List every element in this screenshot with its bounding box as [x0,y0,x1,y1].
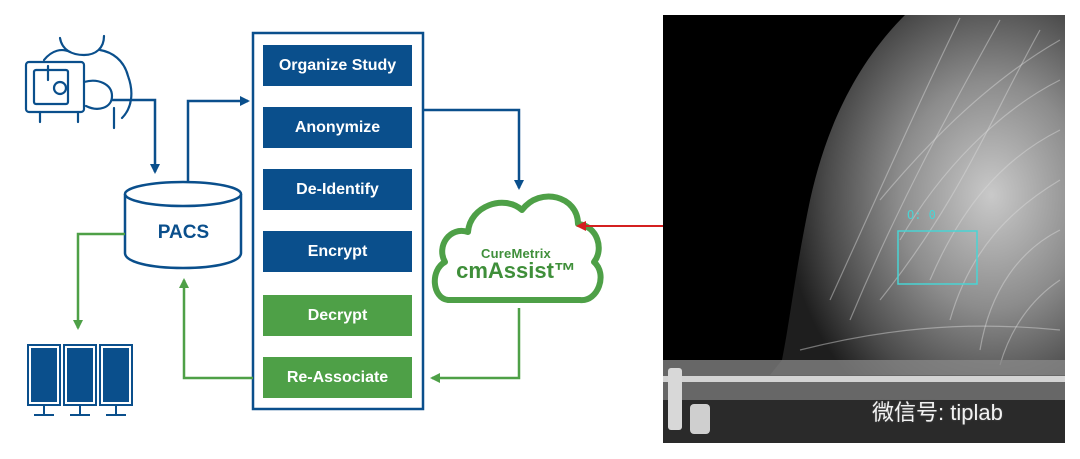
workflow-to-pacs-arrow [179,278,253,380]
pacs-database-icon [123,180,243,270]
step-decrypt: Decrypt [263,295,412,336]
step-de-identify: De-Identify [263,169,412,210]
mammogram-image [663,15,1065,443]
patient-mammography-icon [24,34,133,130]
workflow-container [251,31,425,411]
cloud-product-label: cmAssist™ [456,258,576,283]
roi-label: O: 0 [907,208,936,222]
workflow-to-cloud-arrow [423,108,524,190]
cloud-icon [431,193,604,303]
workstation-monitors-icon [27,344,133,416]
pacs-label: PACS [157,222,210,243]
patient-to-pacs-arrow [112,98,160,174]
step-anonymize: Anonymize [263,107,412,148]
roi-box [897,230,978,285]
pacs-to-workflow-arrow [186,96,250,182]
step-encrypt: Encrypt [263,231,412,272]
step-re-associate: Re-Associate [263,357,412,398]
wechat-watermark: 微信号: tiplab [872,400,1003,425]
cloud-brand-label: CureMetrix [481,246,551,261]
step-organize-study: Organize Study [263,45,412,86]
cloud-to-workflow-arrow [430,308,521,383]
pacs-to-workstations-arrow [73,232,125,330]
